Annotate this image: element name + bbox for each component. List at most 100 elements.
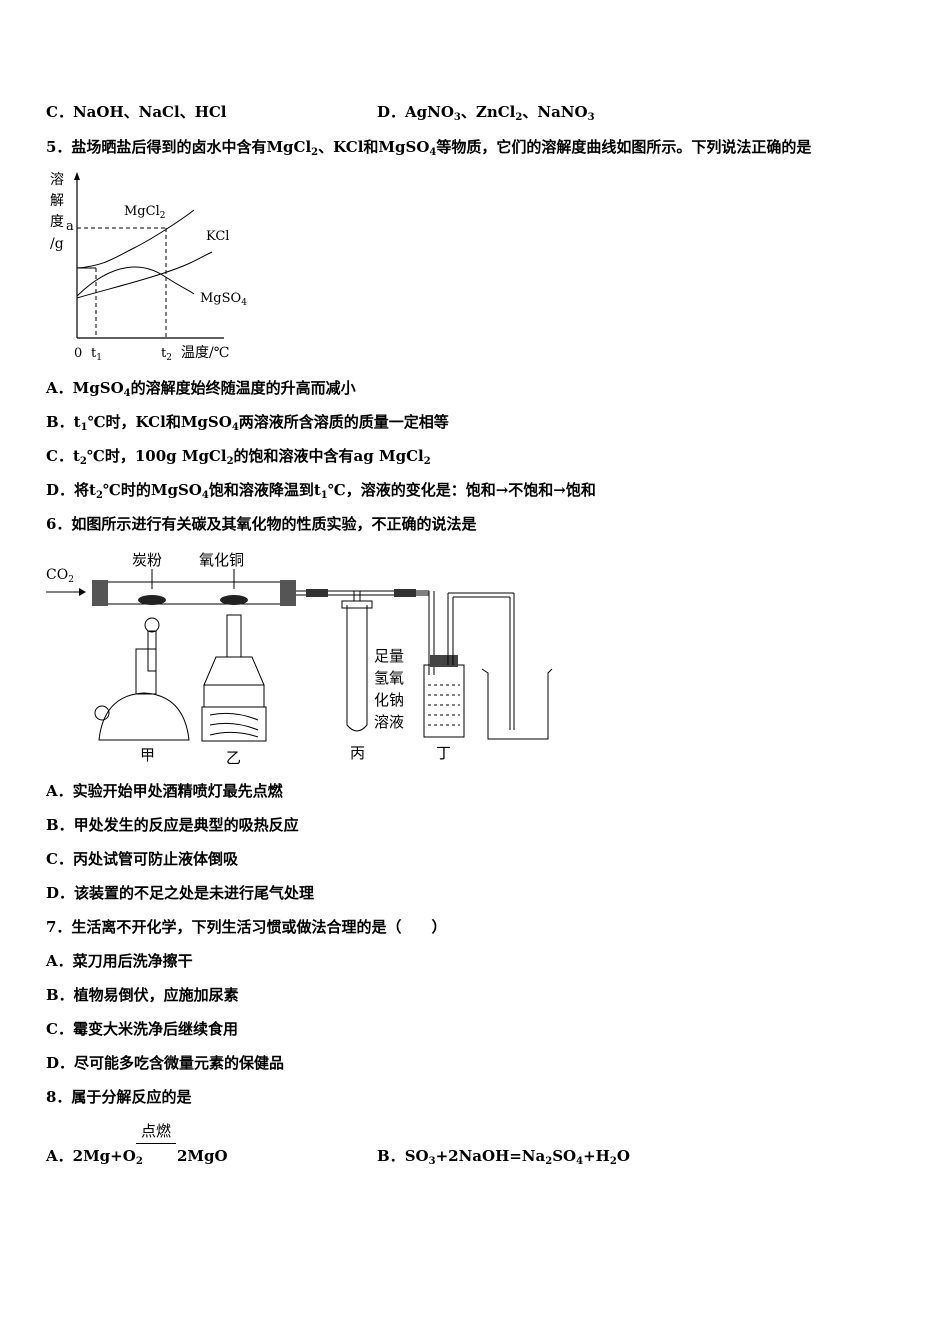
q7-option-b: B．植物易倒伏，应施加尿素 — [46, 986, 239, 1004]
bing-stopper — [341, 600, 373, 609]
subscript: 3 — [453, 112, 461, 123]
lamp-stand — [135, 648, 157, 695]
rubber-joint — [306, 589, 328, 597]
apparatus-figure: CO2 炭粉 氧化铜 足量 氢氧 化钠 溶液 甲 乙 丙 丁 — [46, 551, 553, 767]
lamp-knob — [94, 705, 110, 721]
alcohol-lamp-body — [203, 684, 265, 708]
subscript: 3 — [428, 1156, 436, 1167]
option-part: ℃时的MgSO — [102, 481, 202, 499]
subscript: 1 — [320, 490, 328, 501]
q8-option-a-product: 2MgO — [177, 1147, 228, 1165]
mgcl2-label: MgCl2 — [124, 204, 165, 221]
q6-option-a: A．实验开始甲处酒精喷灯最先点燃 — [46, 782, 283, 800]
station-label-jia: 甲 — [140, 746, 155, 764]
mgcl2-curve — [76, 209, 195, 269]
cuo-powder — [220, 595, 248, 605]
option-part: 的饱和溶液中含有ag MgCl — [233, 447, 424, 465]
bottle-stopper — [430, 655, 458, 667]
rubber-joint — [394, 589, 416, 597]
lamp-base — [98, 692, 190, 741]
ylabel-char: 解 — [50, 193, 64, 209]
carbon-label: 炭粉 — [132, 551, 162, 569]
option-label: A． — [46, 1147, 73, 1165]
subscript: 2 — [226, 456, 234, 467]
subscript: 4 — [231, 422, 239, 433]
station-label-ding: 丁 — [436, 744, 451, 762]
option-text: NaOH、NaCl、HCl — [72, 103, 227, 121]
reaction-tube — [98, 581, 290, 605]
xlabel: 温度/℃ — [181, 345, 229, 361]
q5-option-a: A．MgSO4的溶解度始终随温度的升高而减小 — [46, 378, 356, 404]
option-part: A．MgSO — [46, 379, 124, 397]
naoh-label-line: 氢氧 — [374, 669, 404, 687]
q6-option-d: D．该装置的不足之处是未进行尾气处理 — [46, 884, 315, 902]
beaker — [481, 668, 553, 740]
naoh-label-line: 足量 — [374, 647, 404, 665]
q7-stem: 7．生活离不开化学，下列生活习惯或做法合理的是（ ） — [46, 918, 447, 936]
stem-part: 等物质，它们的溶解度曲线如图所示。下列说法正确的是 — [436, 138, 812, 156]
a-label: a — [66, 219, 74, 234]
option-part: ℃，溶液的变化是：饱和→不饱和→饱和 — [327, 481, 596, 499]
option-part: 饱和溶液降温到t — [208, 481, 321, 499]
reaction-condition: 点燃 — [140, 1122, 171, 1140]
subscript: 4 — [429, 147, 437, 158]
co2-arrowhead — [79, 588, 86, 596]
ylabel-char: /g — [50, 236, 64, 252]
subscript: 3 — [587, 112, 595, 123]
lamp-shield — [226, 614, 242, 658]
reaction-arrow-line — [136, 1143, 176, 1144]
option-part: B．t — [46, 413, 81, 431]
formula-part: 、NaNO — [522, 103, 588, 121]
naoh-label-line: 溶液 — [374, 713, 404, 731]
origin-label: 0 — [74, 346, 82, 361]
option-part: 的溶解度始终随温度的升高而减小 — [130, 379, 356, 397]
option-part: D．将t — [46, 481, 96, 499]
subscript: 4 — [201, 490, 209, 501]
formula-part: SO — [404, 1147, 429, 1165]
q7-option-a: A．菜刀用后洗净擦干 — [46, 952, 193, 970]
option-label: D． — [377, 103, 406, 121]
t2-label: t2 — [161, 346, 172, 363]
subscript: 2 — [515, 112, 523, 123]
subscript: 4 — [576, 1156, 584, 1167]
solubility-graph: 溶 解 度 /g a MgCl2 KCl MgSO4 0 t1 t2 温度/℃ — [50, 172, 247, 363]
subscript: 4 — [123, 388, 131, 399]
formula-part: +H — [583, 1147, 610, 1165]
y-axis-arrow — [74, 172, 80, 180]
subscript: 2 — [545, 1156, 553, 1167]
q8-stem: 8．属于分解反应的是 — [46, 1088, 192, 1106]
kcl-label: KCl — [206, 229, 229, 244]
q6-option-c: C．丙处试管可防止液体倒吸 — [46, 850, 238, 868]
lamp-ring — [144, 617, 160, 633]
co2-label: CO2 — [46, 567, 74, 585]
naoh-label-line: 化钠 — [374, 691, 404, 709]
formula-part: 2Mg+O — [72, 1147, 136, 1165]
option-part: ℃时，100g MgCl — [86, 447, 227, 465]
q4-option-c: C．NaOH、NaCl、HCl — [46, 102, 227, 122]
subscript: 2 — [423, 456, 431, 467]
formula-part: +2NaOH=Na — [435, 1147, 546, 1165]
gas-washing-bottle — [423, 664, 465, 738]
carbon-powder — [138, 595, 166, 605]
cuo-label: 氧化铜 — [199, 551, 244, 569]
q4-option-d: D．AgNO3、ZnCl2、NaNO3 — [377, 102, 595, 128]
mgso4-curve — [76, 266, 195, 297]
subscript: 2 — [311, 147, 319, 158]
formula-part: SO — [552, 1147, 577, 1165]
q6-option-b: B．甲处发生的反应是典型的吸热反应 — [46, 816, 299, 834]
formula-part: AgNO — [405, 103, 454, 121]
wood-block — [201, 706, 267, 742]
q5-option-b: B．t1℃时，KCl和MgSO4两溶液所含溶质的质量一定相等 — [46, 412, 449, 438]
test-tube-bing — [346, 605, 368, 732]
stem-part: 5．盐场晒盐后得到的卤水中含有MgCl — [46, 138, 312, 156]
subscript: 2 — [609, 1156, 617, 1167]
option-label: C． — [46, 103, 73, 121]
mgso4-label: MgSO4 — [200, 291, 247, 308]
subscript: 2 — [79, 456, 87, 467]
left-stopper — [92, 580, 108, 606]
q7-option-c: C．霉变大米洗净后继续食用 — [46, 1020, 238, 1038]
stem-part: 、KCl和MgSO — [318, 138, 430, 156]
q5-option-d: D．将t2℃时的MgSO4饱和溶液降温到t1℃，溶液的变化是：饱和→不饱和→饱和 — [46, 480, 596, 506]
ylabel-char: 度 — [50, 214, 64, 230]
wood-grain — [209, 712, 259, 738]
